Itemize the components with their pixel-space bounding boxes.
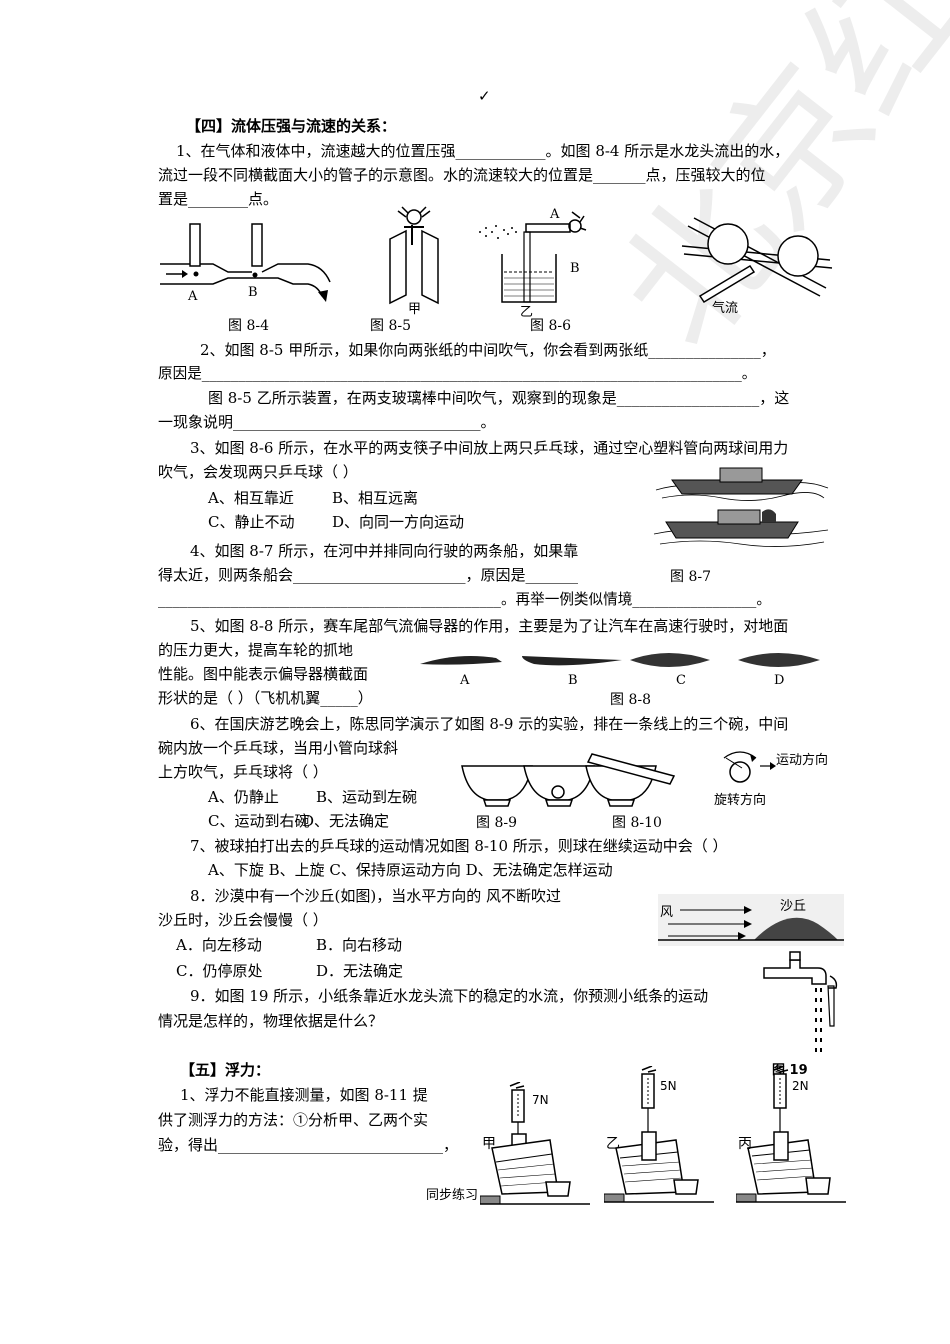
watermark: 北京红星雷派 xyxy=(560,0,950,384)
figure-8-11-bing: 2N 丙 xyxy=(736,1066,846,1203)
fig84-label-b: B xyxy=(248,285,258,300)
q6-option-d: D、无法确定 xyxy=(302,812,390,830)
fig84-label-a: A xyxy=(187,289,198,304)
figure-chopsticks-balls: 气流 xyxy=(681,217,833,316)
figure-8-4: A B xyxy=(160,223,331,304)
q5-line4: 形状的是（ ）（飞机机翼_____） xyxy=(158,689,373,707)
airfoil-label-c: C xyxy=(676,673,686,688)
q8-option-b: B．向右移动 xyxy=(316,936,403,954)
q6-option-b: B、运动到左碗 xyxy=(316,788,418,806)
q2-line2: 原因是_____________________________________… xyxy=(158,365,757,382)
figure-8-11-yi: 5N 乙 xyxy=(604,1066,714,1203)
figure-8-10-spin: 运动方向 旋转方向 xyxy=(714,751,828,808)
q2-line3: 图 8-5 乙所示装置，在两支玻璃棒中间吹气，观察到的现象是__________… xyxy=(208,389,790,407)
q6-option-c: C、运动到右碗 xyxy=(208,812,310,830)
dune-label: 沙丘 xyxy=(780,899,806,914)
reading-5n: 5N xyxy=(660,1079,677,1093)
airfoil-label-d: D xyxy=(774,673,784,688)
caption-8-6: 图 8-6 xyxy=(530,318,571,334)
figure-8-11-jia: 7N 甲 xyxy=(480,1082,590,1205)
q6-line2: 碗内放一个乒乓球，当用小管向球斜 xyxy=(158,739,399,757)
q3-option-a: A、相互靠近 xyxy=(208,489,294,507)
figure-19-faucet: 图 19 xyxy=(763,951,838,1078)
fig85-label-jia: 甲 xyxy=(408,302,421,315)
reading-7n: 7N xyxy=(532,1093,549,1107)
q1-line1: 1、在气体和液体中，流速越大的位置压强____________。如图 8-4 所… xyxy=(176,142,790,160)
section4-title: 【四】流体压强与流速的关系： xyxy=(186,117,397,135)
airflow-label: 气流 xyxy=(712,300,738,316)
q6-line1: 6、在国庆游艺晚会上，陈思同学演示了如图 8-9 示的实验，排在一条线上的三个碗… xyxy=(190,715,789,733)
section5-title: 【五】浮力： xyxy=(180,1061,271,1079)
check-mark: ✓ xyxy=(478,87,491,105)
q3-option-c: C、静止不动 xyxy=(208,513,295,531)
q8-option-a: A．向左移动 xyxy=(176,936,262,954)
airfoil-label-a: A xyxy=(459,673,470,688)
q6-line3: 上方吹气，乒乓球将（ ） xyxy=(158,763,328,781)
label-yi: 乙 xyxy=(606,1136,620,1152)
footer-text: 同步练习 xyxy=(426,1188,479,1203)
figure-sand-dune: 风 沙丘 xyxy=(658,894,844,946)
s5-q1-line1: 1、浮力不能直接测量，如图 8-11 提 xyxy=(180,1086,428,1104)
q4-line3: ________________________________________… xyxy=(158,591,771,608)
s5-q1-line3: 验，得出______________________________， xyxy=(158,1136,459,1154)
q2-line1: 2、如图 8-5 甲所示，如果你向两张纸的中间吹气，你会看到两张纸_______… xyxy=(200,341,776,359)
q1-line2: 流过一段不同横截面大小的管子的示意图。水的流速较大的位置是_______点，压强… xyxy=(158,166,766,184)
fig86-label-a: A xyxy=(549,207,560,222)
q5-line1: 5、如图 8-8 所示，赛车尾部气流偏导器的作用，主要是为了让汽车在高速行驶时，… xyxy=(190,617,789,635)
fig86-label-yi: 乙 xyxy=(520,305,533,320)
figure-8-6: A B 乙 xyxy=(479,207,587,320)
q6-option-a: A、仍静止 xyxy=(208,788,279,806)
q3-option-b: B、相互远离 xyxy=(332,489,419,507)
q9-line1: 9．如图 19 所示，小纸条靠近水龙头流下的稳定的水流，你预测小纸条的运动 xyxy=(190,987,709,1005)
q2-line4: 一现象说明_________________________________。 xyxy=(158,413,496,431)
q4-line1: 4、如图 8-7 所示，在河中并排同向行驶的两条船，如果靠 xyxy=(190,542,579,560)
q8-line1: 8．沙漠中有一个沙丘(如图)，当水平方向的 风不断吹过 xyxy=(190,887,562,905)
q8-option-c: C．仍停原处 xyxy=(176,962,263,980)
q8-option-d: D．无法确定 xyxy=(316,962,404,980)
s5-q1-line2: 供了测浮力的方法：①分析甲、乙两个实 xyxy=(158,1111,429,1129)
q3-line2: 吹气，会发现两只乒乓球（ ） xyxy=(158,463,358,481)
q5-line2: 的压力更大，提高车轮的抓地 xyxy=(158,641,354,659)
q3-line1: 3、如图 8-6 所示，在水平的两支筷子中间放上两只乒乓球，通过空心塑料管向两球… xyxy=(190,439,789,457)
spin-direction-label: 旋转方向 xyxy=(714,792,766,808)
q7-line1: 7、被球拍打出去的乒乓球的运动情况如图 8-10 所示，则球在继续运动中会（ ） xyxy=(190,837,728,855)
caption-8-4: 图 8-4 xyxy=(228,318,269,334)
fig86-label-b: B xyxy=(570,261,580,276)
caption-8-7: 图 8-7 xyxy=(670,569,711,585)
airfoil-label-b: B xyxy=(568,673,578,688)
motion-direction-label: 运动方向 xyxy=(776,752,828,768)
figure-8-9-bowls xyxy=(461,753,676,807)
caption-8-10: 图 8-10 xyxy=(612,815,662,831)
wind-label: 风 xyxy=(660,905,673,920)
figure-8-8-airfoils: A B C D xyxy=(420,653,820,688)
caption-8-9: 图 8-9 xyxy=(476,815,517,831)
q4-line2: 得太近，则两条船会_______________________，原因是____… xyxy=(158,566,579,584)
caption-8-8: 图 8-8 xyxy=(610,692,651,708)
q5-line3: 性能。图中能表示偏导器横截面 xyxy=(158,665,369,683)
q7-options: A、下旋 B、上旋 C、保持原运动方向 D、无法确定怎样运动 xyxy=(208,861,613,879)
label-bing: 丙 xyxy=(738,1136,752,1152)
q3-option-d: D、向同一方向运动 xyxy=(332,513,465,531)
label-jia: 甲 xyxy=(482,1136,496,1152)
q8-line2: 沙丘时，沙丘会慢慢（ ） xyxy=(158,911,328,929)
reading-2n: 2N xyxy=(792,1079,809,1093)
caption-8-5: 图 8-5 xyxy=(370,318,411,334)
figure-8-5: 甲 xyxy=(389,206,439,315)
q1-line3: 置是________点。 xyxy=(158,190,279,208)
q9-line2: 情况是怎样的，物理依据是什么？ xyxy=(158,1012,384,1030)
figure-8-7-boats xyxy=(653,467,829,547)
